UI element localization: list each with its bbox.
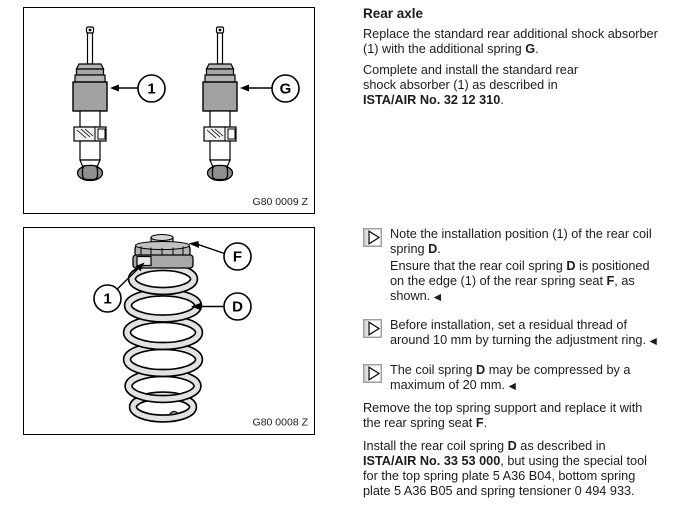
callout-label-1: 1 xyxy=(147,81,155,98)
figure-caption: G80 0008 Z xyxy=(253,417,309,429)
callout-G: G xyxy=(240,74,300,103)
callout-label-G: G xyxy=(280,81,292,98)
callout-label-D: D xyxy=(232,299,243,316)
shock-absorber-left xyxy=(72,26,108,182)
figure-panel-coil-spring: F 1 D G80 0008 Z xyxy=(23,227,315,435)
paragraph: Remove the top spring support and replac… xyxy=(363,401,643,430)
figure-caption: G80 0009 Z xyxy=(253,196,309,208)
note-text: Note the installation position (1) of th… xyxy=(390,227,652,256)
instruction-note: Before installation, set a residual thre… xyxy=(363,318,687,349)
instruction-note: Note the installation position (1) of th… xyxy=(363,227,687,257)
shock-absorber-right xyxy=(202,26,238,182)
shock-absorber-figure: 1 G G80 0009 Z xyxy=(72,26,309,208)
callout-label-1: 1 xyxy=(103,291,111,308)
figure-panel-shock-absorbers: 1 G G80 0009 Z xyxy=(23,7,315,214)
text-column-top: Rear axle Replace the standard rear addi… xyxy=(363,6,687,108)
callout-1: 1 xyxy=(110,74,166,103)
callout-label-F: F xyxy=(233,249,242,266)
arrow-left-icon xyxy=(191,303,201,310)
paragraph: Install the rear coil spring D as descri… xyxy=(363,439,647,498)
arrow-left-icon xyxy=(188,241,199,248)
note-subtext: Ensure that the rear coil spring D is po… xyxy=(390,259,650,303)
arrow-left-icon xyxy=(240,84,249,92)
paragraph: Replace the standard rear additional sho… xyxy=(363,27,658,56)
arrow-up-right-icon xyxy=(135,262,145,272)
callout-F: F xyxy=(188,241,252,271)
callout-1: 1 xyxy=(93,262,145,313)
instruction-arrow-icon xyxy=(363,319,382,338)
note-text: The coil spring D may be compressed by a… xyxy=(390,363,631,392)
coil-spring-illustration xyxy=(122,262,204,423)
coil-spring-figure: F 1 D G80 0008 Z xyxy=(93,233,309,429)
text-column-bottom: Note the installation position (1) of th… xyxy=(363,220,687,499)
arrow-left-icon xyxy=(110,84,119,92)
instruction-arrow-icon xyxy=(363,228,382,247)
instruction-arrow-icon xyxy=(363,364,382,383)
note-text: Before installation, set a residual thre… xyxy=(390,318,657,347)
spring-seat-illustration xyxy=(132,233,194,269)
callout-D: D xyxy=(191,292,252,321)
section-heading: Rear axle xyxy=(363,6,424,21)
instruction-note: The coil spring D may be compressed by a… xyxy=(363,363,687,394)
